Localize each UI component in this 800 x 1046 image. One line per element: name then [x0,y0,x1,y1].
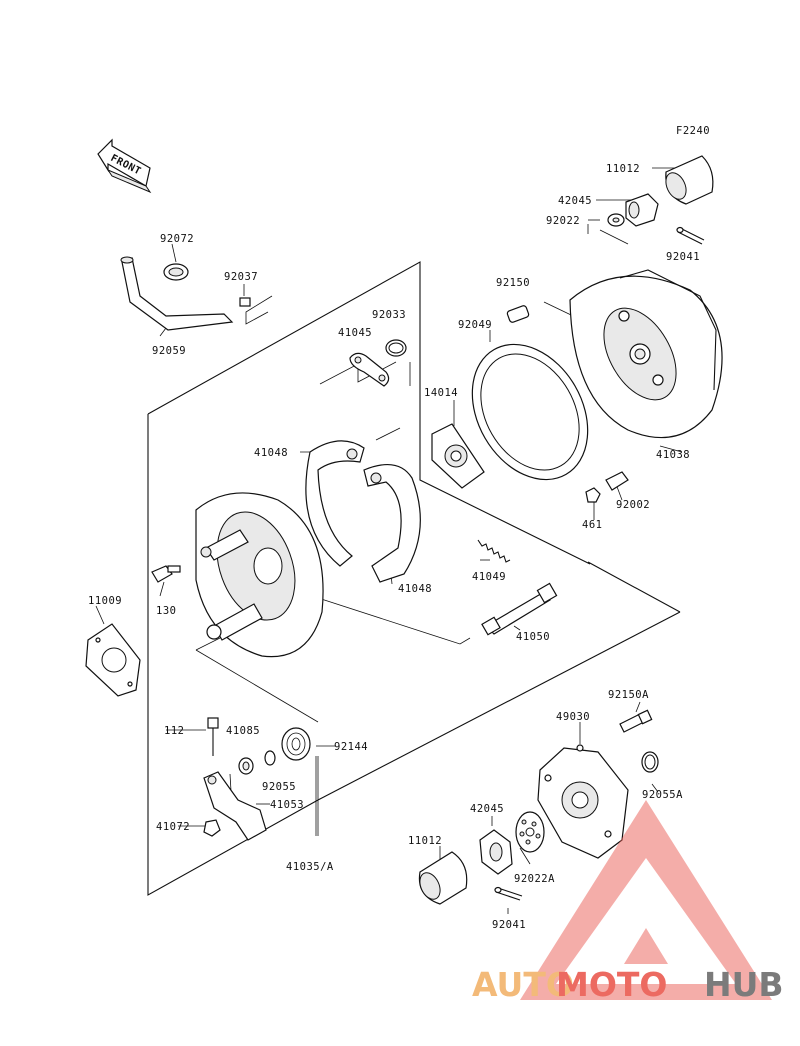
part-41072-nut[interactable] [203,819,221,837]
label-92055: 92055 [262,781,296,793]
watermark-moto: MOTO [556,965,667,1004]
part-labels: 11012 42045 92022 92041 92072 92037 9205… [88,163,700,931]
label-92033: 92033 [372,309,406,321]
label-92022: 92022 [546,215,580,227]
label-461: 461 [582,519,602,531]
part-92022A-washer[interactable] [515,811,545,853]
label-92022A: 92022A [514,873,555,885]
part-brake-panel[interactable] [195,492,324,658]
watermark-auto: AUTO [472,965,574,1004]
part-41053-lever[interactable] [203,771,267,841]
label-41053: 41053 [270,799,304,811]
part-92144-spring[interactable] [281,727,311,761]
part-461-nut[interactable] [585,487,601,503]
part-14014-flange[interactable] [431,423,485,489]
part-42045-nut-lower[interactable] [479,829,513,875]
label-92041-upper: 92041 [666,251,700,263]
part-92150-bolt[interactable] [506,305,530,323]
label-41045: 41045 [338,327,372,339]
part-130-bolt[interactable] [151,565,181,583]
front-arrow-icon: FRONT [97,138,152,194]
label-41049: 41049 [472,571,506,583]
label-49030: 49030 [556,711,590,723]
part-11012-cap-upper[interactable] [662,155,714,205]
label-92041-lower: 92041 [492,919,526,931]
label-92049: 92049 [458,319,492,331]
label-41050: 41050 [516,631,550,643]
part-92033-ring[interactable] [385,339,407,357]
label-42045-lower: 42045 [470,803,504,815]
label-92059: 92059 [152,345,186,357]
label-41038: 41038 [656,449,690,461]
part-92150A-bolt[interactable] [619,709,653,733]
automotohub-watermark: AUTO MOTO HUB [472,800,784,1004]
watermark-triangle-icon [520,800,772,1000]
part-42045-nut-upper[interactable] [625,193,659,227]
part-41049-spring[interactable] [477,539,511,563]
watermark-hub: HUB [704,965,784,1004]
part-92002-bolt[interactable] [605,471,629,491]
part-11009-gasket[interactable] [85,623,141,697]
part-11012-cap-lower[interactable] [416,851,468,905]
label-92150: 92150 [496,277,530,289]
label-92002: 92002 [616,499,650,511]
label-14014: 14014 [424,387,458,399]
part-41045-link[interactable] [349,352,390,387]
label-92055A: 92055A [642,789,683,801]
label-112: 112 [164,725,184,737]
label-11009: 11009 [88,595,122,607]
part-41038-drum[interactable] [569,269,723,439]
figure-code: F2240 [676,125,710,137]
part-92041-pin-upper[interactable] [676,226,705,245]
part-92055A-oring[interactable] [641,751,659,773]
label-11012-lower: 11012 [408,835,442,847]
label-92072: 92072 [160,233,194,245]
part-41048-shoe-upper[interactable] [305,440,365,567]
part-92072-clamp[interactable] [163,263,189,281]
part-92022-washer[interactable] [607,213,625,227]
leader-lines [95,167,683,914]
label-41048-lower: 41048 [398,583,432,595]
part-41050-camshaft[interactable] [481,582,558,636]
part-41048-shoe-lower[interactable] [363,463,421,583]
label-11012-upper: 11012 [606,163,640,175]
label-130: 130 [156,605,176,617]
label-41035A: 41035/A [286,861,334,873]
part-49030-housing[interactable] [537,744,629,859]
part-92049-seal[interactable] [449,324,611,501]
label-41072: 41072 [156,821,190,833]
label-92144: 92144 [334,741,368,753]
label-92150A: 92150A [608,689,649,701]
part-92055-oring[interactable] [264,750,276,766]
label-41048-upper: 41048 [254,447,288,459]
label-92037: 92037 [224,271,258,283]
label-42045-upper: 42045 [558,195,592,207]
part-112-bolt[interactable] [207,717,219,756]
part-92037-clip[interactable] [239,297,251,307]
label-41085: 41085 [226,725,260,737]
part-92059-hose[interactable] [120,256,234,331]
part-41085-washer[interactable] [238,757,254,775]
part-92041-pin-lower[interactable] [494,886,523,901]
